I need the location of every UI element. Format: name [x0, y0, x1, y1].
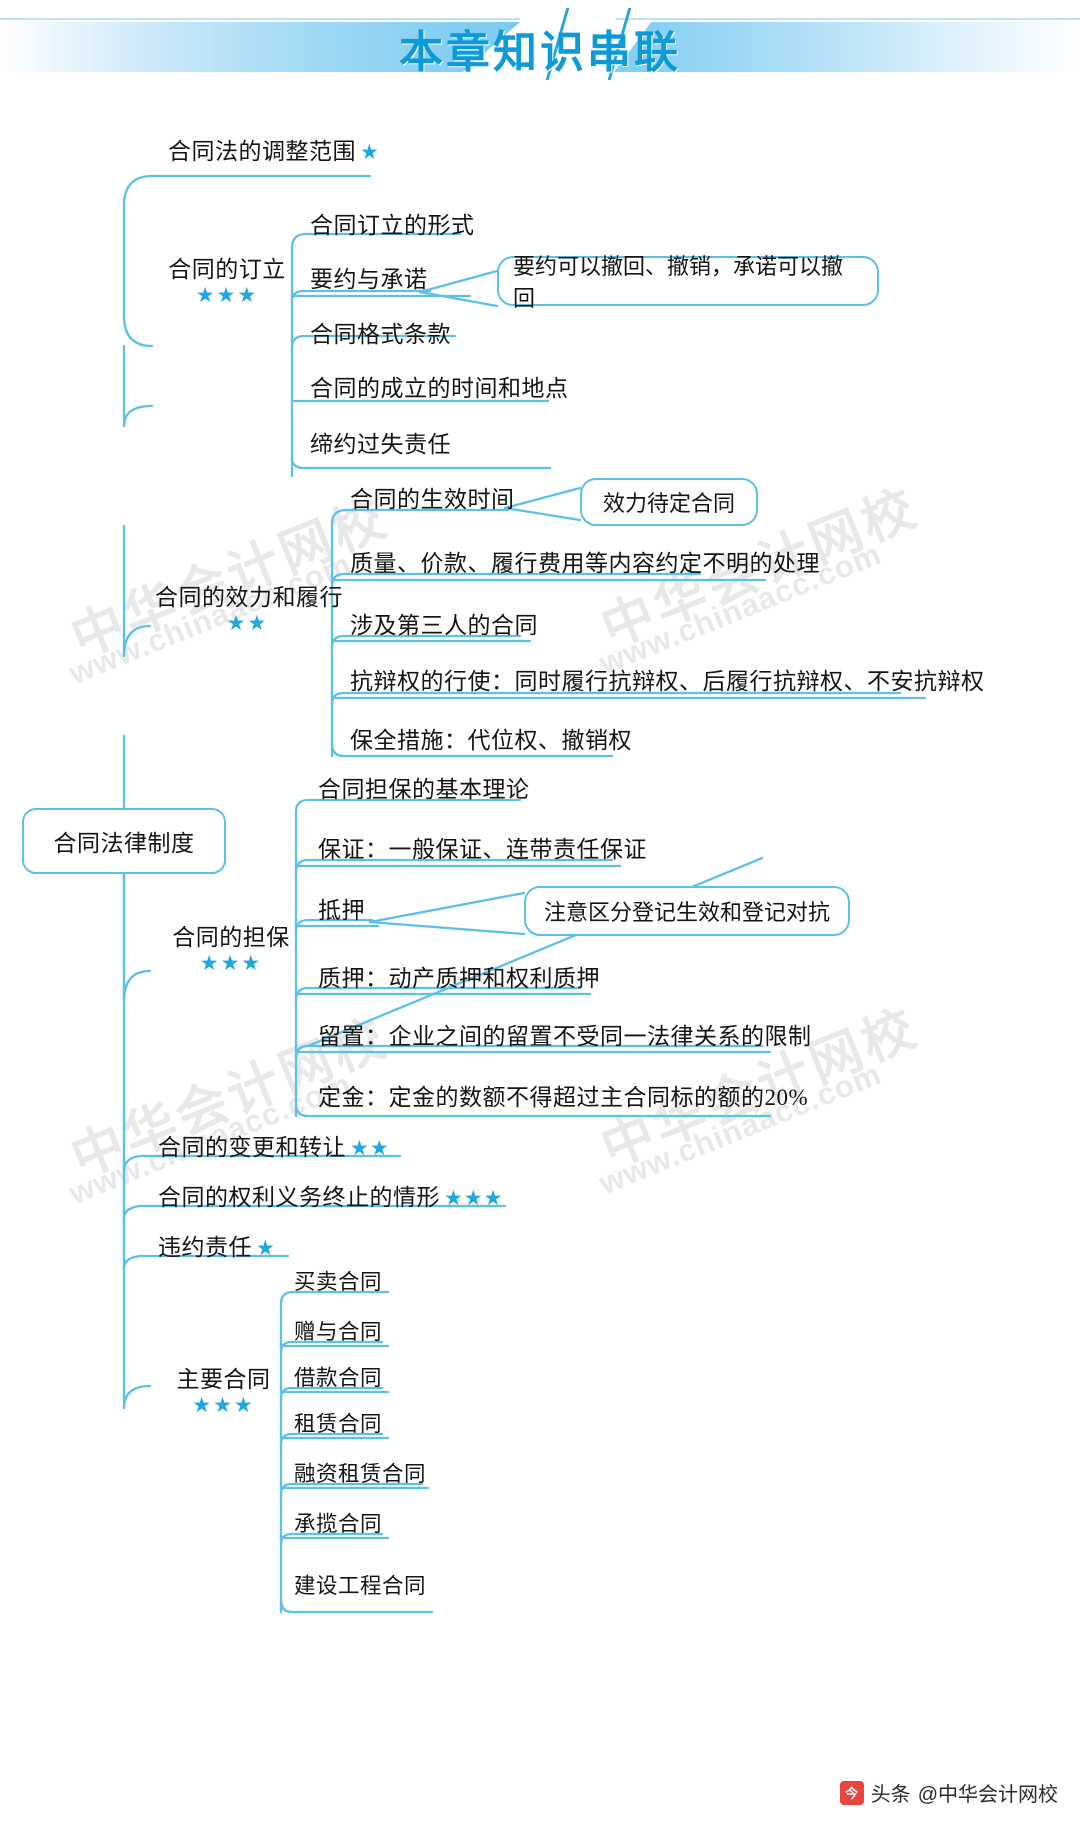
child-node-construction-contract[interactable]: 建设工程合同: [294, 1574, 427, 1598]
star-rating: ★: [360, 140, 380, 164]
child-label: 留置：企业之间的留置不受同一法律关系的限制: [318, 1024, 812, 1049]
branch-label: 合同的效力和履行: [155, 585, 343, 610]
child-label: 合同订立的形式: [310, 213, 475, 238]
branch-label: 合同的订立: [168, 257, 286, 282]
callout-offer-acceptance[interactable]: 要约可以撤回、撤销，承诺可以撤回: [497, 254, 879, 311]
branch-label: 违约责任: [158, 1235, 252, 1260]
child-label: 保全措施：代位权、撤销权: [350, 728, 632, 753]
child-node-preservation-measures[interactable]: 保全措施：代位权、撤销权: [350, 729, 632, 752]
header-rule-right: [616, 18, 1080, 20]
header-band-right: [614, 22, 1080, 72]
child-node-offer-acceptance[interactable]: 要约与承诺: [310, 268, 428, 291]
child-node-formation-forms[interactable]: 合同订立的形式: [310, 214, 475, 237]
branch-node-effect-performance[interactable]: 合同的效力和履行 ★★: [155, 585, 343, 635]
mindmap-canvas: 中华会计网校 www.chinaacc.com 中华会计网校 www.china…: [0, 96, 1080, 1821]
child-node-suretyship[interactable]: 保证：一般保证、连带责任保证: [318, 838, 647, 861]
child-label: 合同格式条款: [310, 322, 451, 347]
child-node-work-contract[interactable]: 承揽合同: [294, 1512, 383, 1536]
branch-label: 合同的变更和转让: [158, 1135, 346, 1160]
child-label: 合同的生效时间: [350, 487, 515, 512]
callout-text: 注意区分登记生效和登记对抗: [543, 900, 830, 925]
child-node-third-party-contract[interactable]: 涉及第三人的合同: [350, 614, 538, 637]
child-label: 承揽合同: [294, 1512, 383, 1536]
toutiao-badge-icon: 今: [839, 1780, 864, 1805]
child-node-financial-lease-contract[interactable]: 融资租赁合同: [294, 1462, 427, 1486]
child-label: 合同的成立的时间和地点: [310, 376, 569, 401]
child-node-standard-terms[interactable]: 合同格式条款: [310, 323, 451, 346]
child-label: 赠与合同: [294, 1320, 383, 1344]
child-label: 融资租赁合同: [294, 1462, 427, 1486]
child-label: 抗辩权的行使：同时履行抗辩权、后履行抗辩权、不安抗辩权: [350, 669, 985, 694]
page-header: 本章知识串联: [0, 0, 1080, 96]
child-node-gift-contract[interactable]: 赠与合同: [294, 1320, 383, 1344]
child-label: 合同担保的基本理论: [318, 777, 530, 802]
branch-label: 合同法的调整范围: [168, 139, 356, 164]
branch-node-contract-guarantee[interactable]: 合同的担保 ★★★: [166, 926, 296, 974]
star-rating: ★★★: [199, 951, 263, 975]
root-node[interactable]: 合同法律制度: [22, 808, 226, 874]
child-label: 建设工程合同: [294, 1574, 427, 1598]
branch-node-contract-law-scope[interactable]: 合同法的调整范围 ★: [168, 140, 380, 163]
child-label: 买卖合同: [294, 1270, 383, 1294]
child-node-mortgage[interactable]: 抵押: [318, 899, 365, 922]
header-rule-left: [0, 18, 520, 20]
footer-platform: 头条: [870, 1784, 911, 1806]
child-label: 借款合同: [294, 1366, 383, 1390]
child-node-lien[interactable]: 留置：企业之间的留置不受同一法律关系的限制: [318, 1025, 812, 1048]
callout-mortgage[interactable]: 注意区分登记生效和登记对抗: [524, 886, 850, 936]
connector-lines: [122, 174, 927, 1614]
child-label: 质量、价款、履行费用等内容约定不明的处理: [350, 551, 820, 576]
callout-effective-time[interactable]: 效力待定合同: [580, 478, 758, 526]
branch-node-contract-formation[interactable]: 合同的订立 ★★★: [162, 258, 292, 306]
child-node-pledge[interactable]: 质押：动产质押和权利质押: [318, 967, 600, 990]
branch-node-major-contracts[interactable]: 主要合同 ★★★: [166, 1368, 281, 1416]
child-node-sales-contract[interactable]: 买卖合同: [294, 1270, 383, 1294]
child-node-deposit[interactable]: 定金：定金的数额不得超过主合同标的额的20%: [318, 1086, 808, 1109]
child-node-loan-contract[interactable]: 借款合同: [294, 1366, 383, 1390]
child-label: 要约与承诺: [310, 267, 428, 292]
root-node-label: 合同法律制度: [53, 831, 195, 856]
child-label: 涉及第三人的合同: [350, 613, 538, 638]
child-label: 抵押: [318, 898, 365, 923]
branch-node-modification-transfer[interactable]: 合同的变更和转让 ★★: [158, 1136, 390, 1159]
page-title: 本章知识串联: [399, 28, 681, 77]
child-label: 定金：定金的数额不得超过主合同标的额的20%: [318, 1085, 809, 1110]
child-node-lease-contract[interactable]: 租赁合同: [294, 1412, 383, 1436]
header-band-left: [0, 22, 520, 72]
branch-node-termination[interactable]: 合同的权利义务终止的情形 ★★★: [158, 1186, 503, 1209]
child-label: 缔约过失责任: [310, 432, 451, 457]
star-rating: ★★: [226, 611, 269, 635]
star-rating: ★★: [350, 1136, 390, 1160]
child-label: 保证：一般保证、连带责任保证: [318, 837, 647, 862]
branch-node-breach-liability[interactable]: 违约责任 ★: [158, 1236, 276, 1259]
star-rating: ★: [256, 1236, 276, 1260]
child-node-culpa-in-contrahendo[interactable]: 缔约过失责任: [310, 433, 451, 456]
child-label: 质押：动产质押和权利质押: [318, 966, 600, 991]
child-node-guarantee-theory[interactable]: 合同担保的基本理论: [318, 778, 530, 801]
star-rating: ★★★: [444, 1186, 504, 1210]
child-node-effective-time[interactable]: 合同的生效时间: [350, 488, 515, 511]
child-node-defense-rights[interactable]: 抗辩权的行使：同时履行抗辩权、后履行抗辩权、不安抗辩权: [350, 670, 985, 693]
callout-text: 要约可以撤回、撤销，承诺可以撤回: [513, 254, 844, 311]
branch-label: 合同的权利义务终止的情形: [158, 1185, 440, 1210]
star-rating: ★★★: [192, 1393, 255, 1417]
branch-label: 主要合同: [176, 1367, 271, 1392]
child-node-formation-time-place[interactable]: 合同的成立的时间和地点: [310, 377, 569, 400]
child-label: 租赁合同: [294, 1412, 383, 1436]
footer-account: @中华会计网校: [917, 1784, 1058, 1806]
child-node-unclear-terms[interactable]: 质量、价款、履行费用等内容约定不明的处理: [350, 552, 820, 575]
branch-label: 合同的担保: [172, 925, 290, 950]
callout-text: 效力待定合同: [602, 491, 735, 516]
star-rating: ★★★: [195, 283, 259, 307]
footer-attribution: 今 头条 @中华会计网校: [839, 1778, 1058, 1807]
